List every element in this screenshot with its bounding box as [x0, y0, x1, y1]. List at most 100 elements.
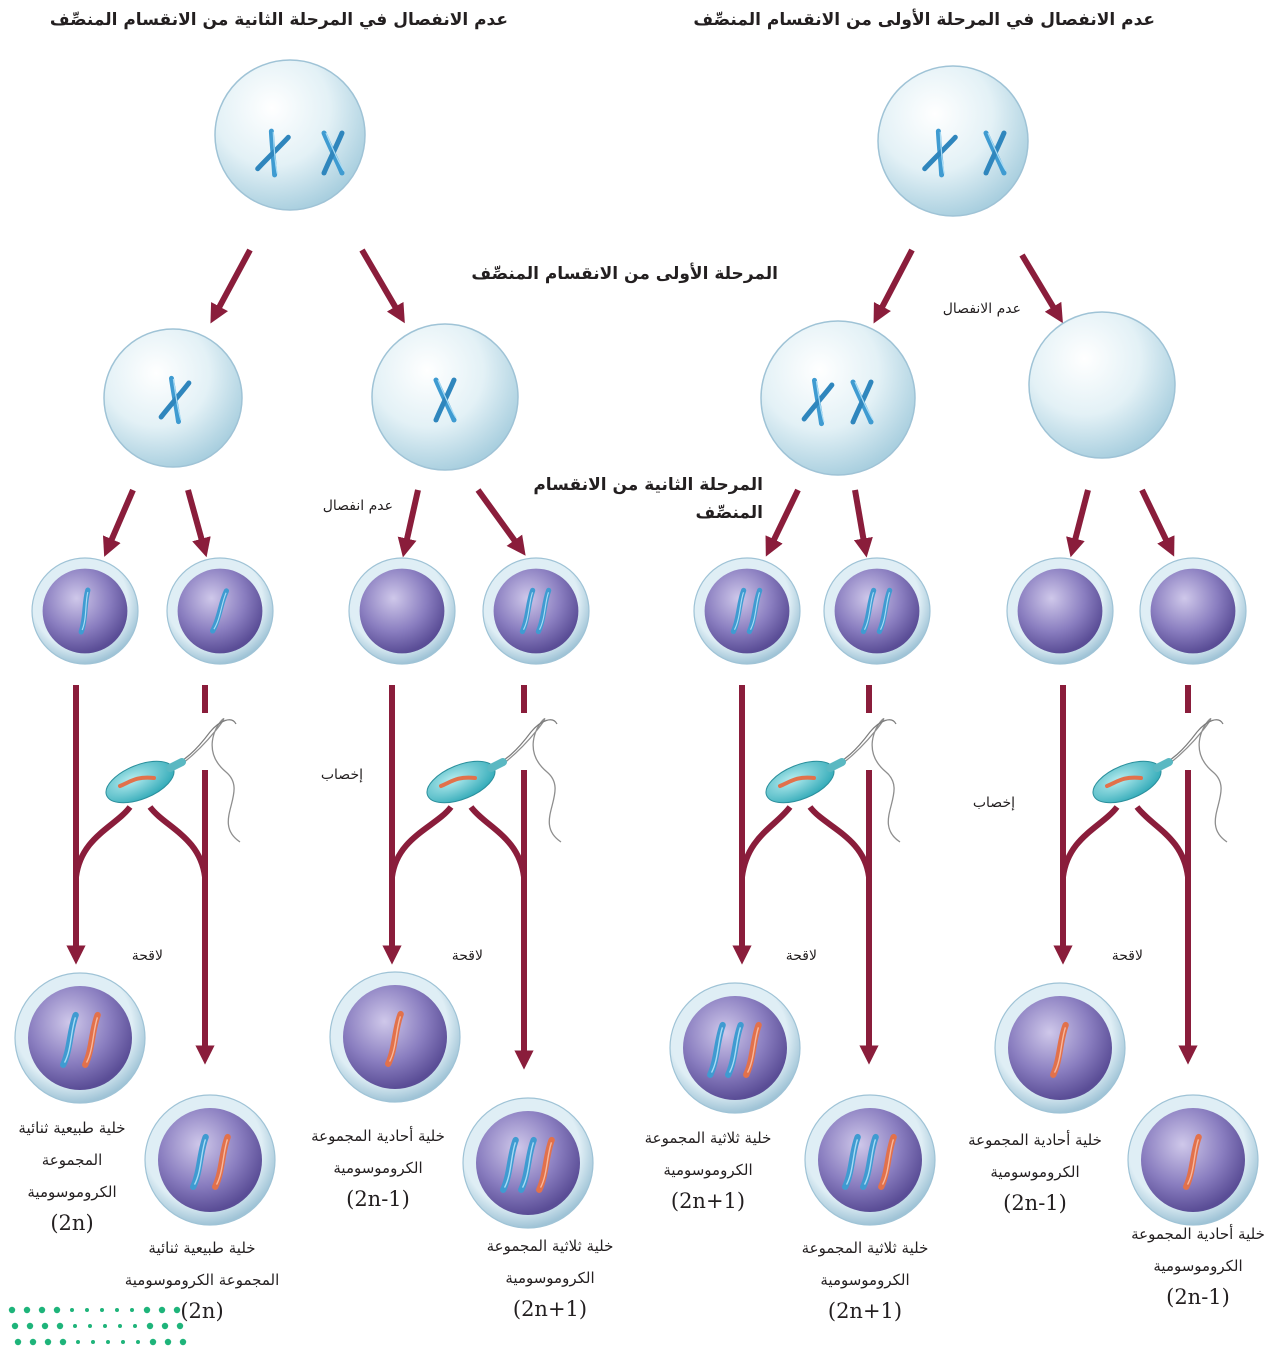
arrow-meiosis2	[765, 488, 801, 557]
result-text: خلية أحادية المجموعة الكروموسومية	[311, 1127, 445, 1177]
logo-dot	[41, 1322, 49, 1330]
result-text: خلية أحادية المجموعة الكروموسومية	[1131, 1225, 1265, 1275]
logo-dot	[115, 1308, 119, 1312]
logo-dot	[130, 1308, 134, 1312]
result-formula: (2n-1)	[1003, 1191, 1067, 1215]
zygote-label-2: لاقحة	[451, 948, 483, 964]
nondisjunction-label-meiosis2: عدم انفصال	[322, 498, 393, 514]
arrow-meiosis2	[852, 489, 873, 558]
result-text: خلية ثلاثية المجموعة الكروموسومية	[801, 1239, 929, 1289]
logo-dot	[76, 1340, 80, 1344]
logo-dot	[11, 1322, 19, 1330]
logo-dot	[143, 1306, 151, 1314]
logo-dot	[85, 1308, 89, 1312]
result-formula: (2n+1)	[670, 1189, 746, 1213]
logo-dot	[118, 1324, 122, 1328]
arrow-meiosis2	[185, 489, 211, 558]
logo-dot	[56, 1322, 64, 1330]
arrow-meiosis2	[102, 488, 136, 557]
logo-dot	[158, 1306, 166, 1314]
fertilization-fork	[147, 805, 208, 878]
fertilization-fork	[739, 805, 793, 878]
logo-dot	[53, 1306, 61, 1314]
arrow-meiosis1	[359, 248, 405, 324]
logo-dot	[91, 1340, 95, 1344]
result-text: خلية طبيعية ثنائية المجموعة الكروموسومية	[124, 1239, 280, 1289]
logo-dot	[133, 1324, 137, 1328]
logo-dot	[100, 1308, 104, 1312]
result-formula: (2n-1)	[1166, 1285, 1230, 1309]
logo-dot	[146, 1322, 154, 1330]
logo-dot	[70, 1308, 74, 1312]
logo-dot	[88, 1324, 92, 1328]
logo-dot	[149, 1338, 157, 1346]
arrow-meiosis2	[1066, 489, 1091, 558]
header-meiosis2-nondisjunction: عدم الانفصال في المرحلة الثانية من الانق…	[49, 10, 508, 30]
zygote-normal	[144, 1094, 276, 1226]
logo-dot	[26, 1322, 34, 1330]
logo-dot	[103, 1324, 107, 1328]
result-normal-diploid-2: خلية طبيعية ثنائية المجموعة الكروموسومية…	[122, 1232, 282, 1326]
arrow-meiosis2	[1139, 488, 1175, 557]
arrow-meiosis1	[210, 248, 253, 324]
result-formula: (2n+1)	[827, 1299, 903, 1323]
logo-dot	[164, 1338, 172, 1346]
fertilization-label-left: إخصاب	[320, 767, 363, 783]
result-monosomic-3: خلية أحادية المجموعة الكروموسومية (2n-1)	[1118, 1218, 1278, 1312]
result-trisomic-2: خلية ثلاثية المجموعة الكروموسومية (2n+1)	[628, 1122, 788, 1216]
fertilization-fork	[1060, 805, 1120, 878]
logo-dot	[23, 1306, 31, 1314]
fertilization-fork	[389, 805, 454, 878]
logo-dot	[73, 1324, 77, 1328]
arrow-meiosis1	[1019, 253, 1063, 324]
fertilization-fork	[468, 805, 527, 878]
ministry-logo-icon	[8, 1306, 187, 1346]
result-formula: (2n-1)	[346, 1187, 410, 1211]
logo-dot	[44, 1338, 52, 1346]
zygote-label-4: لاقحة	[1111, 948, 1143, 964]
logo-dot	[179, 1338, 187, 1346]
logo-dot	[59, 1338, 67, 1346]
result-formula: (2n)	[180, 1299, 224, 1323]
logo-dot	[38, 1306, 46, 1314]
logo-dot	[173, 1306, 181, 1314]
fertilization-label-right: إخصاب	[972, 795, 1015, 811]
gamete-cell	[1139, 557, 1247, 665]
result-trisomic-3: خلية ثلاثية المجموعة الكروموسومية (2n+1)	[785, 1232, 945, 1326]
zygote-label-3: لاقحة	[785, 948, 817, 964]
zygote-normal	[14, 972, 146, 1104]
gamete-cell	[348, 557, 456, 665]
logo-dot	[106, 1340, 110, 1344]
nondisjunction-label-meiosis1: عدم الانفصال	[942, 301, 1021, 317]
result-text: خلية أحادية المجموعة الكروموسومية	[968, 1131, 1102, 1181]
fertilization-fork	[73, 805, 133, 878]
gamete-cell	[1006, 557, 1114, 665]
arrow-meiosis2	[397, 489, 421, 558]
result-normal-diploid-1: خلية طبيعية ثنائية المجموعة الكروموسومية…	[2, 1112, 142, 1238]
logo-dot	[14, 1338, 22, 1346]
logo-dot	[29, 1338, 37, 1346]
gamete-cell	[693, 557, 801, 665]
header-meiosis1-nondisjunction: عدم الانفصال في المرحلة الأولى من الانقس…	[693, 10, 1155, 30]
result-formula: (2n+1)	[512, 1297, 588, 1321]
arrow-meiosis1	[873, 248, 915, 324]
zygote-label-1: لاقحة	[131, 948, 163, 964]
gamete-cell	[823, 557, 931, 665]
result-text: خلية طبيعية ثنائية المجموعة الكروموسومية	[18, 1119, 126, 1201]
logo-dot	[121, 1340, 125, 1344]
result-formula: (2n)	[50, 1211, 94, 1235]
gamete-cell	[482, 557, 590, 665]
arrow-meiosis2	[475, 488, 526, 556]
parent-cell-left	[214, 59, 366, 211]
result-text: خلية ثلاثية المجموعة الكروموسومية	[644, 1129, 772, 1179]
stage-meiosis1-label: المرحلة الأولى من الانقسام المنصِّف	[471, 264, 778, 284]
stage-meiosis2-label: المرحلة الثانية من الانقسام المنصِّف	[533, 475, 763, 523]
result-monosomic-2: خلية أحادية المجموعة الكروموسومية (2n-1)	[955, 1124, 1115, 1218]
logo-dot	[136, 1340, 140, 1344]
logo-dot	[161, 1322, 169, 1330]
result-monosomic-1: خلية أحادية المجموعة الكروموسومية (2n-1)	[298, 1120, 458, 1214]
secondary-cell-both-pairs	[760, 320, 916, 476]
logo-dot	[8, 1306, 16, 1314]
result-trisomic-1: خلية ثلاثية المجموعة الكروموسومية (2n+1)	[470, 1230, 630, 1324]
